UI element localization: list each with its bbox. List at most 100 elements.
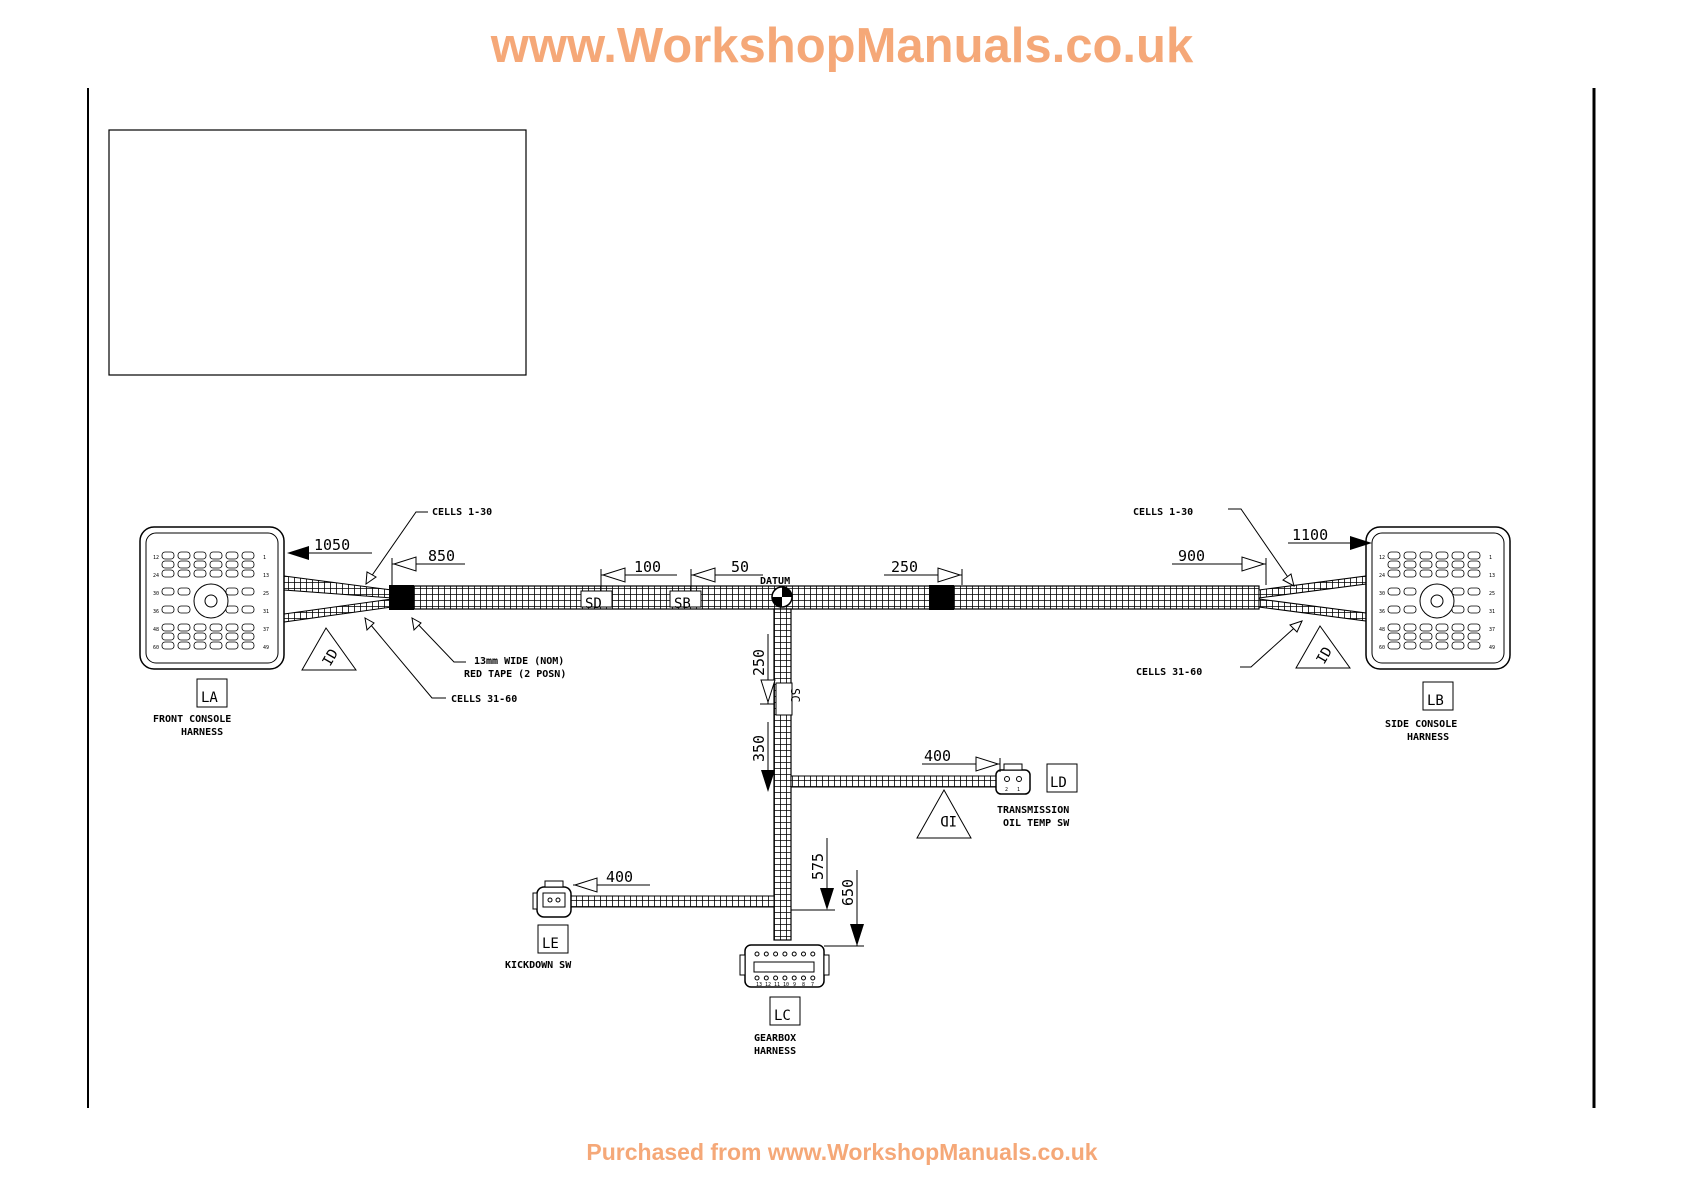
connector-cavity — [193, 623, 207, 632]
connector-cavity — [177, 605, 191, 614]
connector-cavity — [225, 587, 239, 596]
la-name-line2: HARNESS — [181, 727, 223, 738]
connector-cavity — [1403, 632, 1417, 641]
red-tape-right — [929, 585, 954, 610]
connector-cavity — [1451, 632, 1465, 641]
dim-arrow-900 — [1241, 556, 1266, 572]
lc-pin-9: 9 — [793, 982, 796, 988]
la-pin-13: 13 — [263, 573, 269, 579]
connector-cavity — [225, 641, 239, 650]
dim-350: 350 — [750, 735, 768, 762]
connector-cavity — [1419, 569, 1433, 578]
connector-cavity — [241, 641, 255, 650]
leader-cells-31-60-right — [1240, 620, 1303, 668]
dim-50: 50 — [731, 558, 749, 576]
connector-cavity — [791, 951, 797, 957]
splice-sb-box — [669, 590, 702, 608]
connector-cavity — [209, 560, 223, 569]
connector-cavity — [241, 569, 255, 578]
lc-pin-13: 13 — [756, 982, 762, 988]
connector-cavity — [225, 551, 239, 560]
connector-cavity — [177, 560, 191, 569]
leader-arrow-cells-1-30-left — [365, 571, 377, 586]
connector-cavity — [193, 641, 207, 650]
connector-cavity — [782, 951, 788, 957]
connector-cavity — [754, 975, 760, 981]
dim-arrow-250-h — [937, 567, 962, 583]
lc-code: LC — [774, 1008, 791, 1024]
connector-cavity — [1451, 560, 1465, 569]
watermark-header: www.WorkshopManuals.co.uk — [490, 19, 1194, 73]
lb-pin-48: 48 — [1379, 627, 1385, 633]
connector-cavity — [1467, 605, 1481, 614]
lb-pin-25: 25 — [1489, 591, 1495, 597]
red-tape-left — [389, 585, 414, 610]
dim-arrow-100 — [601, 567, 626, 583]
connector-cavity — [241, 587, 255, 596]
connector-cavity — [1451, 569, 1465, 578]
lb-name-line1: SIDE CONSOLE — [1385, 719, 1457, 730]
connector-cavity — [225, 623, 239, 632]
id-tag-right: ID — [1314, 644, 1336, 667]
lb-connector: 12 1 24 13 30 25 36 31 48 37 60 49 — [1365, 526, 1511, 670]
ld-name-line2: OIL TEMP SW — [1003, 818, 1070, 829]
cells-31-60-right: CELLS 31-60 — [1136, 667, 1202, 678]
le-code-box — [537, 924, 569, 954]
dim-arrow-250-v — [760, 679, 776, 704]
connector-cavity — [1387, 569, 1401, 578]
connector-cavity — [177, 623, 191, 632]
la-pin-37: 37 — [263, 627, 269, 633]
connector-cavity — [1403, 551, 1417, 560]
lb-pin-30: 30 — [1379, 591, 1385, 597]
connector-cavity — [1419, 623, 1433, 632]
la-pin-25: 25 — [263, 591, 269, 597]
lb-pin-1: 1 — [1489, 555, 1492, 561]
la-lower-bundle — [283, 598, 393, 623]
lc-code-box — [769, 996, 801, 1026]
la-pin-12: 12 — [153, 555, 159, 561]
lb-pin-49: 49 — [1489, 645, 1495, 651]
connector-cavity — [209, 632, 223, 641]
dim-1100: 1100 — [1292, 526, 1328, 544]
id-triangle-left — [301, 627, 357, 671]
leader-cells-1-30-left — [365, 511, 428, 585]
lb-code: LB — [1427, 693, 1444, 709]
connector-cavity — [193, 551, 207, 560]
connector-cavity — [1435, 551, 1449, 560]
lb-upper-bundle — [1258, 575, 1367, 599]
connector-cavity — [1387, 551, 1401, 560]
connector-cavity — [241, 560, 255, 569]
connector-cavity — [801, 975, 806, 981]
id-triangle-ld — [916, 788, 972, 839]
la-code: LA — [201, 690, 218, 706]
connector-cavity — [782, 975, 788, 981]
ld-branch — [790, 775, 997, 788]
connector-cavity — [225, 632, 239, 641]
connector-cavity — [1451, 641, 1465, 650]
connector-cavity — [225, 605, 239, 614]
dim-1050: 1050 — [314, 536, 350, 554]
le-name-line1: KICKDOWN SW — [505, 960, 572, 971]
connector-cavity — [161, 569, 175, 578]
tape-line2: RED TAPE (2 POSN) — [464, 669, 566, 680]
la-pin-31: 31 — [263, 609, 269, 615]
connector-cavity — [1451, 605, 1465, 614]
connector-cavity — [161, 560, 175, 569]
lc-pin-10: 10 — [783, 982, 789, 988]
la-pin-48: 48 — [153, 627, 159, 633]
lc-pin-7: 7 — [811, 982, 814, 988]
ld-pin-1: 1 — [1017, 787, 1020, 793]
connector-cavity — [241, 605, 255, 614]
lc-connector: 13 12 11 10 9 8 7 — [739, 944, 830, 988]
id-triangle-right — [1295, 625, 1351, 669]
connector-cavity — [1403, 587, 1417, 596]
connector-cavity — [1419, 632, 1433, 641]
dim-900: 900 — [1178, 547, 1205, 565]
connector-cavity — [241, 623, 255, 632]
connector-cavity — [1435, 569, 1449, 578]
connector-cavity — [763, 951, 769, 957]
connector-cavity — [754, 951, 760, 957]
dim-arrow-400-le — [573, 877, 598, 893]
connector-cavity — [1387, 641, 1401, 650]
connector-cavity — [1419, 641, 1433, 650]
